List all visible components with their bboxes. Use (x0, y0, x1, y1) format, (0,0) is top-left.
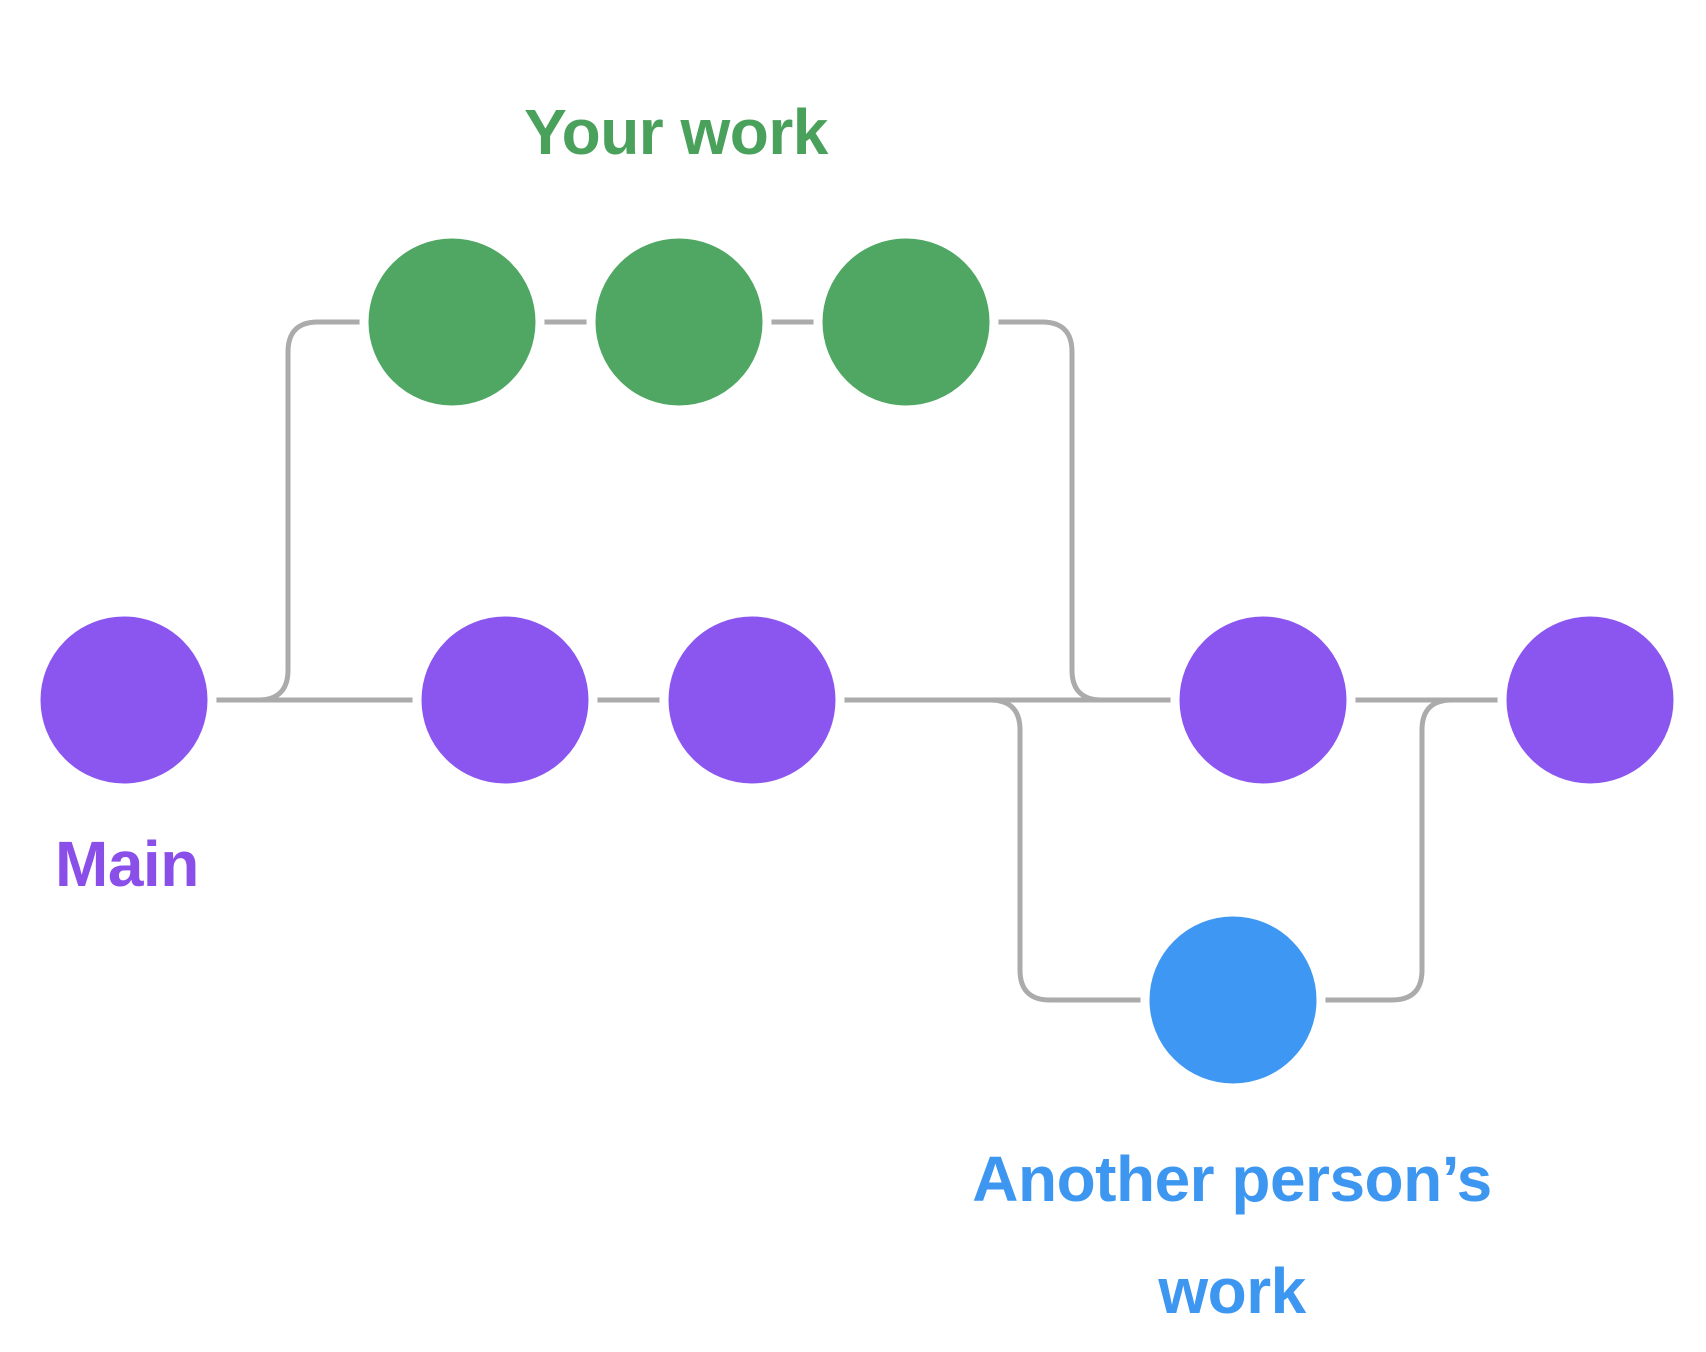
commit-node-main-2 (412, 607, 598, 793)
label-another-persons-work-line1: Another person’s (972, 1143, 1492, 1215)
commit-node-main-5 (1497, 607, 1683, 793)
commit-node-your-work-1 (359, 229, 545, 415)
label-main-branch: Main (55, 828, 199, 900)
commit-node-main-4 (1170, 607, 1356, 793)
label-another-persons-work-branch: Another person’s work (972, 1123, 1492, 1347)
commit-node-your-work-2 (586, 229, 772, 415)
commit-node-another-person-1 (1140, 907, 1326, 1093)
commit-node-main-1 (31, 607, 217, 793)
commit-node-your-work-3 (813, 229, 999, 415)
commit-node-main-3 (659, 607, 845, 793)
label-your-work-branch: Your work (524, 96, 828, 168)
label-another-persons-work-line2: work (1158, 1255, 1306, 1327)
